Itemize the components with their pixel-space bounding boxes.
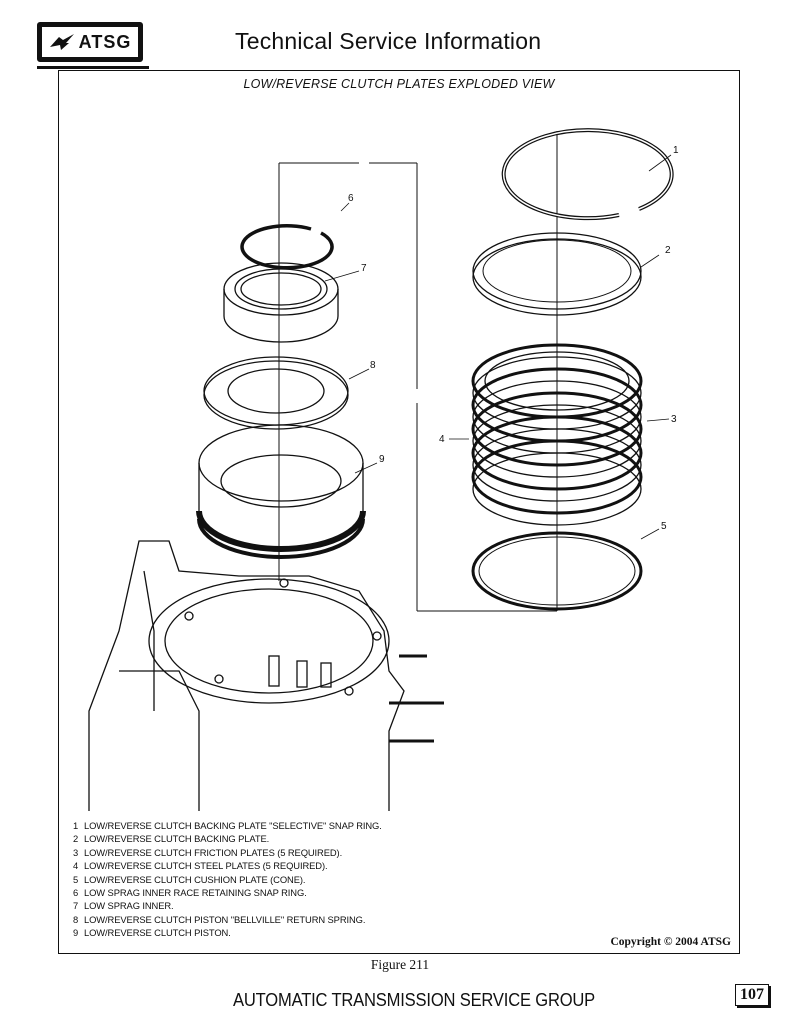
callout-1: 1 <box>673 145 679 156</box>
callout-5: 5 <box>661 521 667 532</box>
part-8-bellville-spring <box>203 356 349 430</box>
callout-9: 9 <box>379 454 385 465</box>
callout-4: 4 <box>439 434 445 445</box>
atsg-logo: ATSG <box>37 22 143 62</box>
page-number: 107 <box>735 984 769 1006</box>
part-3-4-clutch-pack <box>471 343 643 526</box>
callout-6: 6 <box>348 193 354 204</box>
part-2-backing-plate <box>472 232 642 316</box>
eagle-icon <box>49 34 74 50</box>
part-7-sprag-inner <box>223 262 339 343</box>
callout-8: 8 <box>370 360 376 371</box>
part-5-cushion-plate <box>471 531 643 611</box>
part-6-snap-ring <box>240 224 334 270</box>
logo-text: ATSG <box>78 31 132 52</box>
copyright-notice: Copyright © 2004 ATSG <box>610 936 731 948</box>
footer-title: AUTOMATIC TRANSMISSION SERVICE GROUP <box>233 990 596 1010</box>
part-9-piston <box>196 424 366 559</box>
exploded-view-drawing: 1 2 3 4 5 6 7 8 9 <box>88 128 679 811</box>
figure-frame: LOW/REVERSE CLUTCH PLATES EXPLODED VIEW <box>58 70 740 954</box>
figure-title: LOW/REVERSE CLUTCH PLATES EXPLODED VIEW <box>243 77 555 91</box>
figure-caption: Figure 211 <box>370 957 430 972</box>
atsg-logo-inner: ATSG <box>41 26 139 58</box>
part-1-snap-ring <box>501 128 674 221</box>
callout-7: 7 <box>361 263 367 274</box>
callout-2: 2 <box>665 245 671 256</box>
transmission-case <box>88 540 444 811</box>
logo-underline <box>37 66 149 69</box>
page-title: Technical Service Information <box>235 28 542 54</box>
callout-3: 3 <box>671 414 677 425</box>
